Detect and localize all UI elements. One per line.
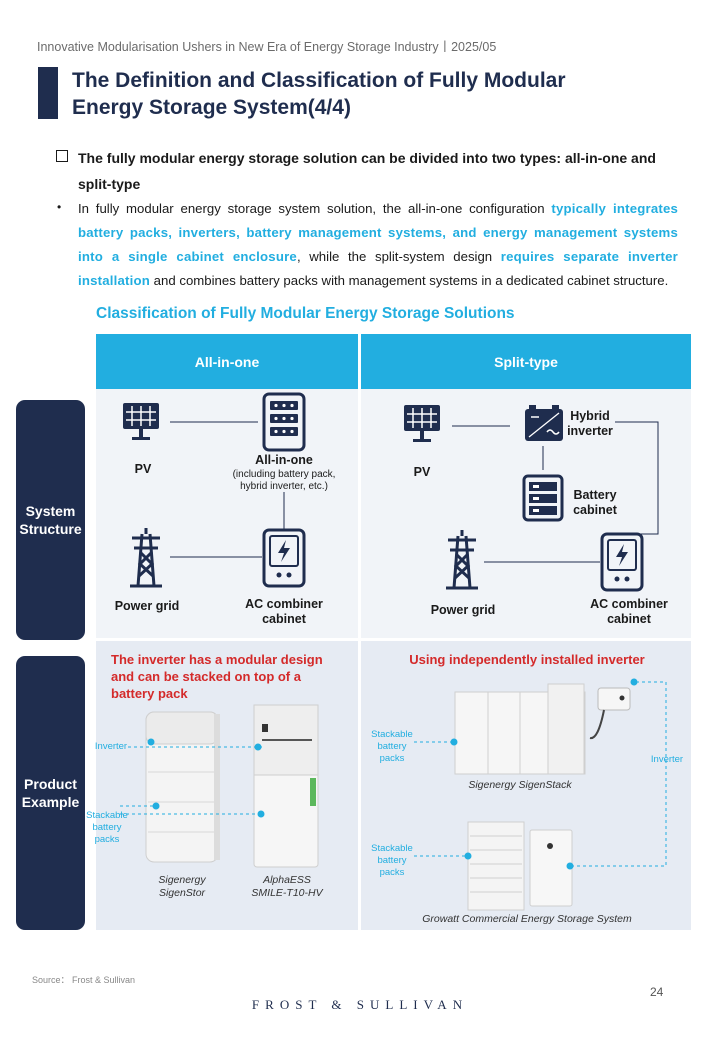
row-label-structure-line-2: Structure <box>19 521 82 537</box>
inverter-callout-label: Inverter <box>650 754 684 765</box>
hybrid-inverter-label: Hybrid inverter <box>562 409 618 439</box>
ac-combiner-label-line-2: cabinet <box>607 612 651 626</box>
para-part-2: , while the split-system design <box>296 249 501 264</box>
sigenstor-product-image <box>145 711 220 863</box>
battery-cabinet-icon <box>522 474 564 522</box>
running-header: Innovative Modularisation Ushers in New … <box>37 40 497 54</box>
example-left-headline-line-3: battery pack <box>111 686 188 701</box>
brand-logo: FROST & SULLIVAN <box>251 997 469 1012</box>
growatt-product-image <box>467 821 573 911</box>
stackable-packs-callout-label: Stackable battery packs <box>366 729 418 765</box>
power-grid-label: Power grid <box>114 599 180 613</box>
title-accent-bar <box>38 67 58 119</box>
stackable-line-2: battery <box>377 855 407 866</box>
alphaess-caption-line-1: AlphaESS <box>263 874 311 886</box>
lead-statement: The fully modular energy storage solutio… <box>78 150 656 192</box>
bullet-dot-icon: • <box>57 200 62 214</box>
left-connector-lines <box>170 421 285 558</box>
ac-combiner-icon <box>262 528 306 588</box>
para-highlight-1: typically integrates battery packs, inve… <box>78 201 679 264</box>
alphaess-caption-line-2: SMILE-T10-HV <box>251 887 323 899</box>
row-label-example-line-1: Product <box>24 776 77 792</box>
example-split-type-panel <box>361 641 691 930</box>
sigenstor-caption-line-1: Sigenergy <box>158 874 206 886</box>
ac-combiner-label-line-2: cabinet <box>262 612 306 626</box>
page-title-line-1: The Definition and Classification of Ful… <box>72 69 566 92</box>
pv-label: PV <box>134 462 152 476</box>
example-left-headline-line-1: The inverter has a modular design <box>111 652 323 667</box>
page-number: 24 <box>650 985 664 999</box>
power-tower-icon <box>446 530 478 590</box>
para-part-1: In fully modular energy storage system s… <box>78 201 552 216</box>
ac-combiner-label: AC combiner cabinet <box>236 597 332 627</box>
example-right-headline: Using independently installed inverter <box>409 652 645 667</box>
checkbox-bullet-icon <box>56 150 68 162</box>
all-in-one-note-line-2: hybrid inverter, etc.) <box>240 481 328 492</box>
stackable-line-1: Stackable <box>371 843 413 854</box>
page-title-line-2: Energy Storage System(4/4) <box>72 96 351 119</box>
example-left-headline-line-2: and can be stacked on top of a <box>111 669 301 684</box>
intro-paragraph: In fully modular energy storage system s… <box>78 197 678 293</box>
stackable-line-3: packs <box>379 867 405 878</box>
column-header-split-type: Split-type <box>361 334 691 389</box>
alphaess-caption: AlphaESS SMILE-T10-HV <box>244 874 330 900</box>
page-title: The Definition and Classification of Ful… <box>72 67 566 121</box>
all-in-one-label: All-in-one <box>255 453 313 467</box>
right-callout-dots <box>450 678 638 870</box>
source-note: Source： Frost & Sullivan <box>32 975 136 985</box>
battery-cabinet-label-line-1: Battery <box>573 488 617 502</box>
left-callout-lines <box>120 746 262 815</box>
ac-combiner-icon <box>600 532 644 592</box>
battery-cabinet-label-line-2: cabinet <box>573 503 617 517</box>
power-grid-label: Power grid <box>430 603 496 617</box>
all-in-one-note-line-1: (including battery pack, <box>232 469 336 480</box>
stackable-line-1: Stackable <box>86 810 128 821</box>
solar-panel-icon <box>123 403 159 440</box>
growatt-caption: Growatt Commercial Energy Storage System <box>422 913 632 925</box>
para-part-3: and combines battery packs with manageme… <box>150 273 669 288</box>
sigenstor-caption: Sigenergy SigenStor <box>146 874 218 900</box>
sigenstor-caption-line-2: SigenStor <box>158 887 206 899</box>
ac-combiner-label: AC combiner cabinet <box>580 597 678 627</box>
hybrid-inverter-label-line-2: inverter <box>567 424 613 438</box>
inverter-callout-label: Inverter <box>94 741 128 752</box>
stackable-packs-callout-label: Stackable battery packs <box>82 810 132 846</box>
ac-combiner-label-line-1: AC combiner <box>245 597 323 611</box>
stackable-line-1: Stackable <box>371 729 413 740</box>
left-callout-dots <box>147 738 265 818</box>
sigenstack-caption: Sigenergy SigenStack <box>468 779 572 791</box>
para-highlight-2: requires separate inverter installation <box>78 249 678 288</box>
all-in-one-cabinet-icon <box>262 392 306 452</box>
table-title: Classification of Fully Modular Energy S… <box>96 305 515 322</box>
battery-cabinet-label: Battery cabinet <box>566 488 624 518</box>
solar-panel-icon <box>404 405 440 442</box>
stackable-line-2: battery <box>92 822 122 833</box>
hybrid-inverter-label-line-1: Hybrid <box>570 409 610 423</box>
column-header-all-in-one: All-in-one <box>96 334 358 389</box>
stackable-line-2: battery <box>377 741 407 752</box>
right-connector-lines <box>452 421 659 563</box>
right-callout-lines <box>414 681 667 867</box>
stackable-packs-callout-label: Stackable battery packs <box>366 843 418 879</box>
stackable-line-3: packs <box>94 834 120 845</box>
power-tower-icon <box>130 528 162 588</box>
row-label-structure-line-1: System <box>25 503 76 519</box>
stackable-line-3: packs <box>379 753 405 764</box>
pv-label: PV <box>413 465 431 479</box>
sigenstack-product-image <box>454 683 631 775</box>
row-label-example-line-2: Example <box>21 794 80 810</box>
all-in-one-note: (including battery pack, hybrid inverter… <box>222 469 346 493</box>
example-left-headline: The inverter has a modular design and ca… <box>111 651 351 702</box>
alphaess-product-image <box>253 704 319 868</box>
ac-combiner-label-line-1: AC combiner <box>590 597 668 611</box>
hybrid-inverter-icon <box>525 405 563 441</box>
